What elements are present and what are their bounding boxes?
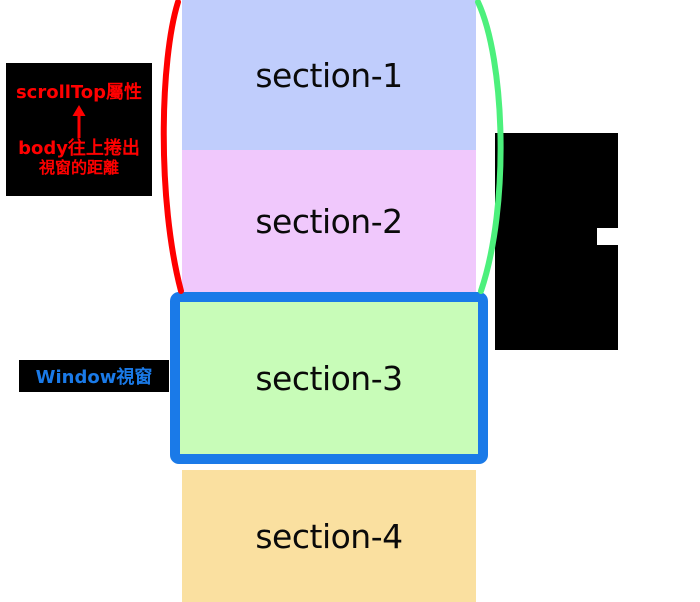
section-4-block: section-4: [182, 470, 476, 602]
scroll-height-redaction-bar: [597, 228, 661, 245]
window-viewport-callout: Window視窗: [19, 360, 169, 392]
scrolltop-callout: scrollTop屬性 body往上捲出 視窗的距離: [6, 63, 152, 196]
window-viewport-label: Window視窗: [35, 367, 153, 388]
scrolltop-title: scrollTop屬性: [15, 81, 143, 103]
scrolltop-body-line-2: 視窗的距離: [38, 157, 119, 177]
section-3-label: section-3: [255, 358, 403, 398]
scroll-height-label: Scroll: [567, 359, 622, 379]
scrolltop-body-line-1: body往上捲出: [18, 138, 140, 160]
section-2-label: section-2: [255, 202, 403, 241]
section-2-block: section-2: [182, 150, 476, 293]
section-1-block: section-1: [182, 0, 476, 150]
section-1-label: section-1: [255, 55, 403, 95]
section-4-label: section-4: [255, 516, 403, 556]
up-arrow-icon: [72, 105, 86, 139]
window-viewport-frame: section-3: [170, 292, 488, 464]
scrolltop-brace-curve: [160, 0, 184, 294]
